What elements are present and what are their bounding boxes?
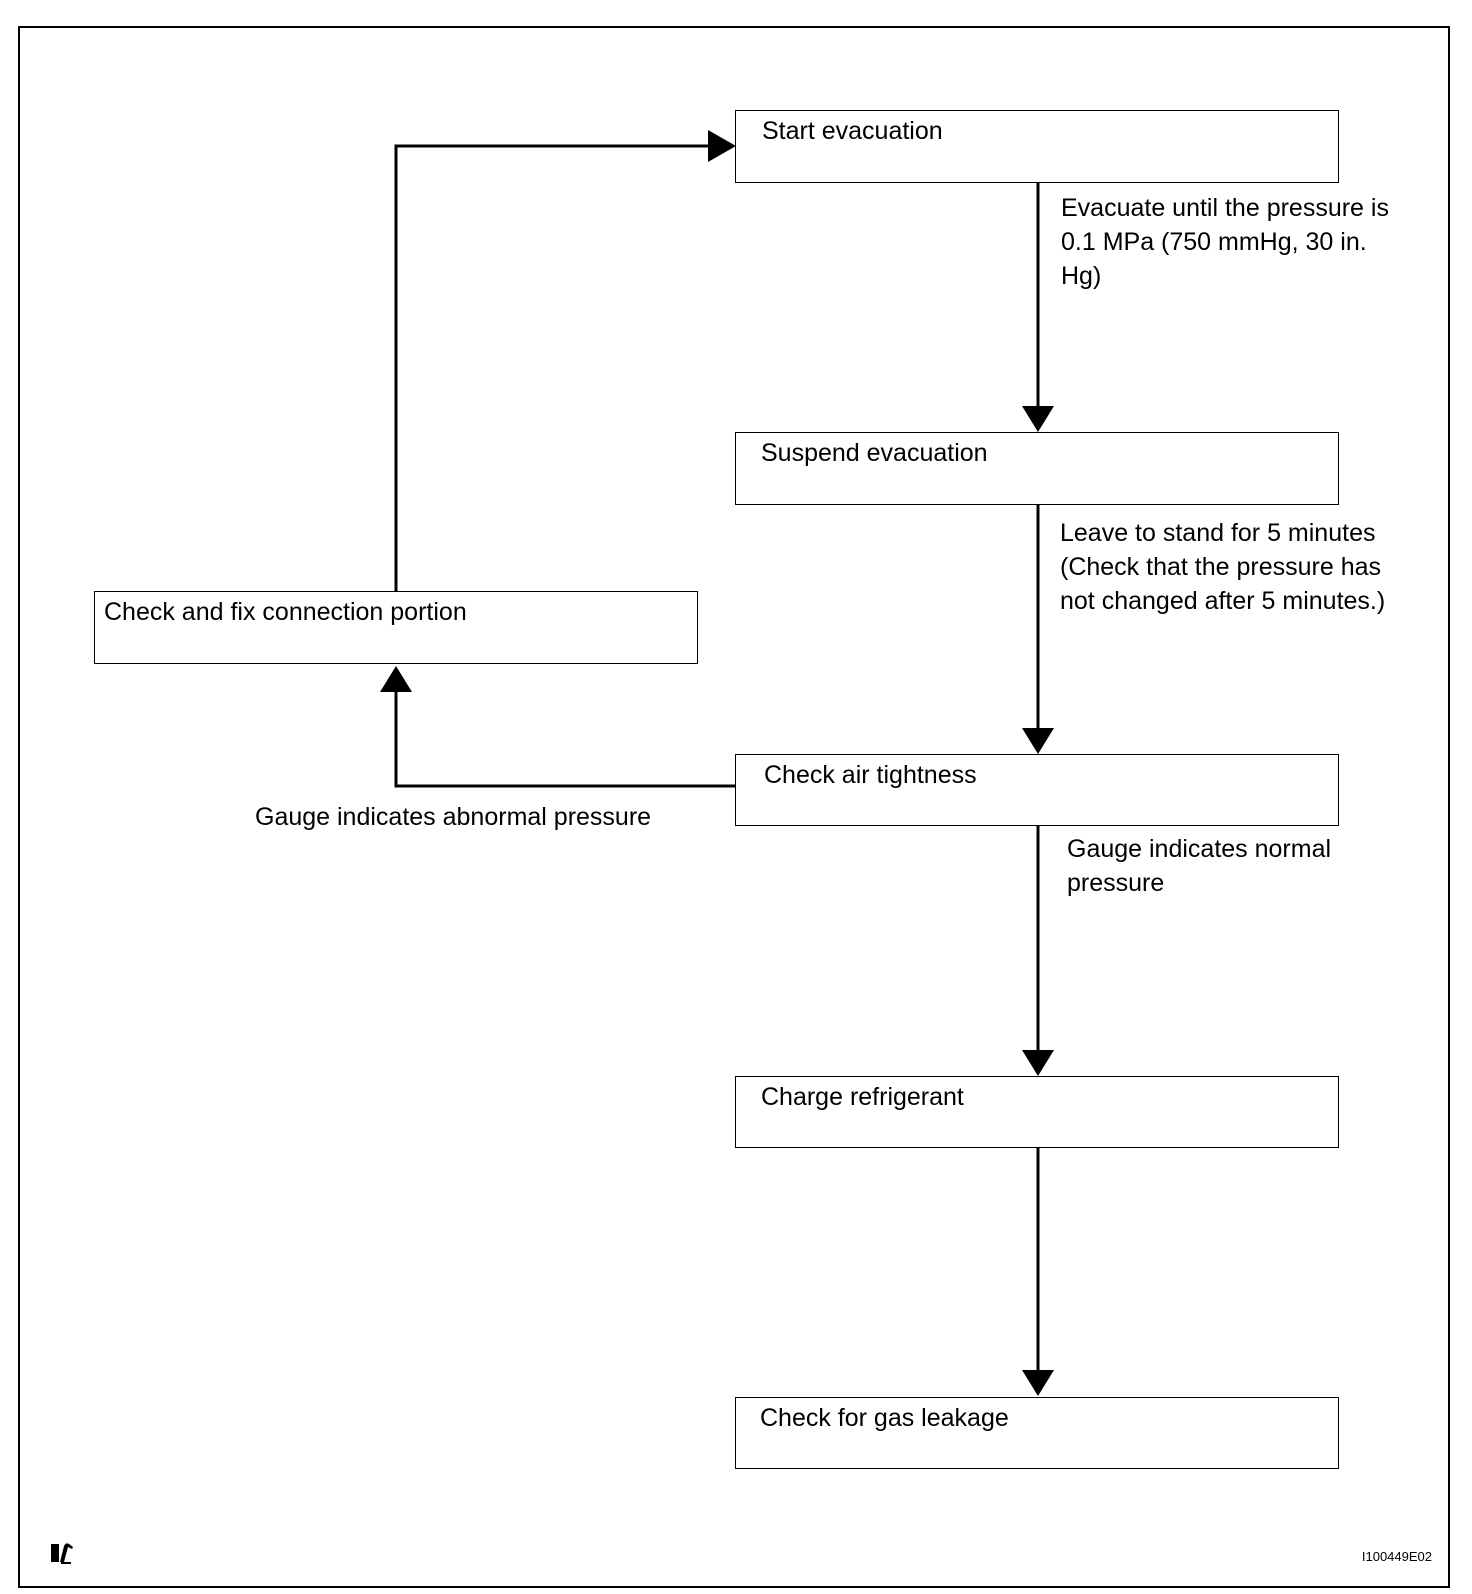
arrow-check-to-fix [394,690,735,788]
pencil-logo-icon [50,1542,74,1569]
step-label: Start evacuation [762,117,943,145]
step-check-air-tightness: Check air tightness [735,754,1339,826]
step-charge-refrigerant: Charge refrigerant [735,1076,1339,1148]
note-gauge-normal: Gauge indicates normal pressure [1067,832,1331,900]
note-line: Leave to stand for 5 minutes [1060,519,1376,547]
note-line: Evacuate until the pressure is [1061,194,1389,222]
step-check-fix-connection: Check and fix connection portion [94,591,698,664]
step-check-gas-leakage: Check for gas leakage [735,1397,1339,1469]
note-line: Gauge indicates normal [1067,835,1332,863]
diagram-frame [18,26,1450,1588]
note-evacuate-pressure: Evacuate until the pressure is 0.1 MPa (… [1061,191,1389,293]
note-line: (Check that the pressure has [1060,553,1381,581]
note-leave-to-stand: Leave to stand for 5 minutes (Check that… [1060,516,1385,618]
step-label: Check for gas leakage [760,1404,1009,1432]
figure-code: I100449E02 [1361,1549,1432,1564]
note-line: not changed after 5 minutes.) [1060,587,1386,615]
arrowhead-charge [1022,1050,1054,1076]
arrowhead-start [708,130,736,162]
arrow-fix-to-start [394,144,710,592]
step-label: Check and fix connection portion [104,598,467,626]
step-label: Suspend evacuation [761,439,988,467]
note-gauge-abnormal: Gauge indicates abnormal pressure [255,803,652,831]
step-suspend-evacuation: Suspend evacuation [735,432,1339,505]
note-line: Hg) [1061,262,1102,290]
arrowhead-leak [1022,1370,1054,1396]
arrowhead-fix [380,666,412,692]
note-line: pressure [1067,869,1165,897]
note-line: 0.1 MPa (750 mmHg, 30 in. [1061,228,1367,256]
step-label: Check air tightness [764,761,977,789]
step-label: Charge refrigerant [761,1083,964,1111]
arrowhead-suspend [1022,406,1054,432]
arrowhead-check-air [1022,728,1054,754]
step-start-evacuation: Start evacuation [735,110,1339,183]
